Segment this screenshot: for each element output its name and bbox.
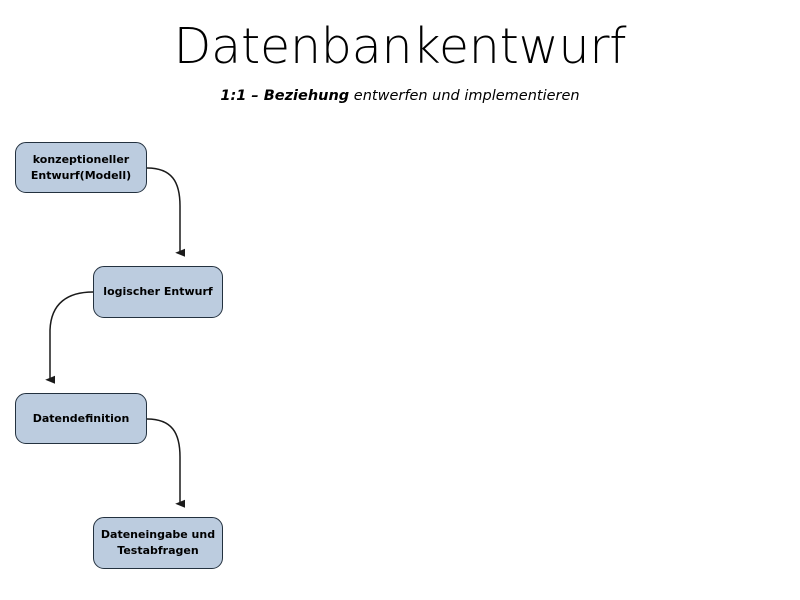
edge-datendefinition-to-dateneingabe (146, 418, 186, 508)
flow-node-logischer-entwurf[interactable]: logischer Entwurf (93, 266, 223, 318)
flow-node-label: konzeptioneller Entwurf(Modell) (31, 152, 131, 184)
flow-node-label: Dateneingabe und Testabfragen (101, 527, 215, 559)
flow-node-label: logischer Entwurf (103, 285, 213, 298)
flow-node-label: Datendefinition (32, 411, 130, 425)
flow-node-label-line1: konzeptioneller (32, 152, 130, 166)
subtitle-rest: entwerfen und implementieren (349, 88, 580, 104)
flow-node-label-line2: Testabfragen (117, 544, 199, 557)
edge-konzeptioneller-to-logischer (146, 167, 186, 257)
flow-node-datendefinition[interactable]: Datendefinition (15, 393, 147, 444)
subtitle-emphasis: 1:1 – Beziehung (220, 88, 350, 104)
page-title: Datenbankentwurf (173, 18, 627, 75)
flow-node-konzeptioneller-entwurf[interactable]: konzeptioneller Entwurf(Modell) (15, 142, 147, 193)
flow-node-dateneingabe-testabfragen[interactable]: Dateneingabe und Testabfragen (93, 517, 223, 569)
flow-node-label-line1: Dateneingabe und (100, 528, 216, 541)
edge-logischer-to-datendefinition (45, 291, 94, 384)
flow-node-label-line2: Entwurf(Modell) (30, 168, 132, 182)
page-subtitle: 1:1 – Beziehung entwerfen und implementi… (0, 86, 800, 106)
